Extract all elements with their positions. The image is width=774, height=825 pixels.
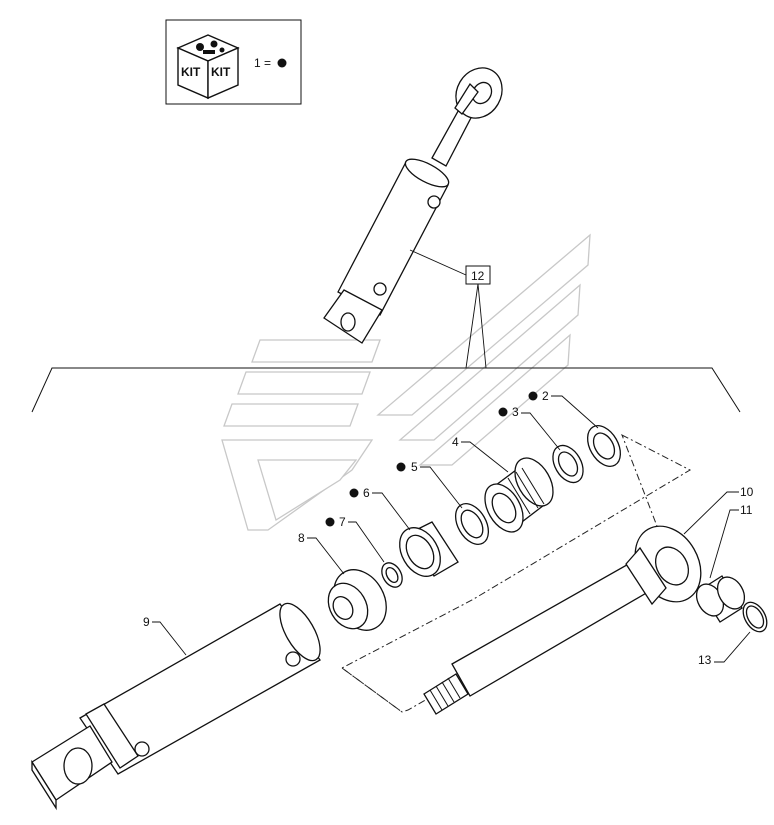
callout-3: 3	[498, 405, 561, 451]
part-7-oring	[381, 562, 403, 588]
kit-box-icon	[176, 34, 240, 100]
kit-dot-icon	[277, 58, 287, 68]
svg-text:12: 12	[471, 269, 485, 283]
svg-text:10: 10	[740, 485, 754, 499]
svg-text:6: 6	[363, 486, 370, 500]
kit-box-label-left: KIT	[181, 65, 201, 79]
assembly-bracket-line	[31, 367, 741, 413]
callout-11: 11	[709, 503, 753, 579]
callout-12: 12	[409, 249, 491, 369]
part-2-ring	[586, 425, 622, 467]
assembled-cylinder	[323, 67, 503, 344]
svg-text:4: 4	[452, 435, 459, 449]
svg-text:8: 8	[298, 531, 305, 545]
part-8-gland	[327, 569, 387, 631]
part-9-barrel	[31, 602, 321, 811]
svg-text:9: 9	[143, 615, 150, 629]
kit-equation-text: 1 =	[254, 56, 271, 70]
callout-7: 7	[325, 515, 385, 563]
part-10-rod	[423, 525, 702, 715]
part-5-seal	[454, 503, 490, 545]
svg-text:13: 13	[698, 653, 712, 667]
callout-2: 2	[528, 389, 599, 429]
part-11-bushing	[695, 575, 746, 623]
callout-10: 10	[683, 485, 754, 535]
svg-text:7: 7	[339, 515, 346, 529]
callout-6: 6	[349, 486, 411, 531]
part-6-sleeve	[399, 521, 459, 577]
kit-box-label-right: KIT	[211, 65, 231, 79]
callout-4: 4	[452, 435, 509, 473]
svg-text:11: 11	[740, 503, 753, 517]
callout-13: 13	[698, 631, 751, 667]
svg-text:3: 3	[512, 405, 519, 419]
svg-text:5: 5	[411, 460, 418, 474]
svg-text:2: 2	[542, 389, 549, 403]
callout-5: 5	[396, 460, 463, 509]
callout-9: 9	[143, 615, 187, 656]
part-4-piston	[484, 457, 554, 533]
assembly-guide-frame	[341, 433, 692, 713]
callout-8: 8	[298, 531, 345, 575]
part-13-oring	[742, 601, 768, 633]
kit-legend: KIT KIT 1 =	[165, 19, 302, 105]
part-3-ring	[552, 444, 584, 484]
